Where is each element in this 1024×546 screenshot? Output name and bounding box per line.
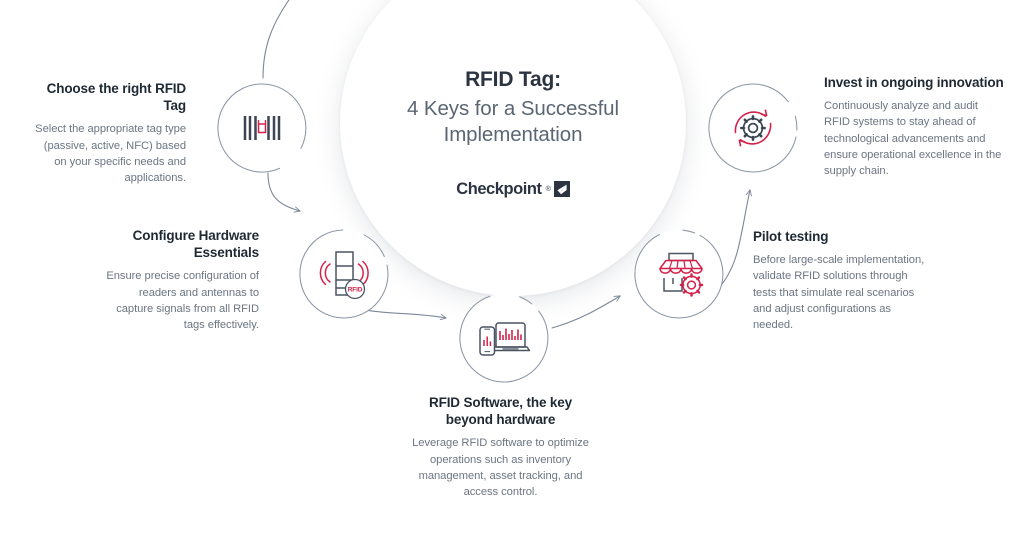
brand-trademark-symbol: ® [545,185,551,193]
checkpoint-brand-logo: Checkpoint ® [456,180,570,199]
hub-subtitle: 4 Keys for a Successful Implementation [407,96,619,147]
step-block-configure-hardware-essentials: Configure Hardware Essentials Ensure pre… [104,227,259,333]
step-title-choose-right-rfid-tag: Choose the right RFID Tag [46,81,187,114]
step-block-choose-right-rfid-tag: Choose the right RFID Tag Select the app… [34,80,186,186]
node-configure-hardware-essentials[interactable]: RFID [298,228,390,320]
step-body-configure-hardware-essentials: Ensure precise configuration of readers … [106,270,259,331]
step-title-rfid-software: RFID Software, the key beyond hardware [429,395,572,428]
brand-wordmark: Checkpoint [456,179,542,198]
step-block-invest-in-ongoing-innovation: Invest in ongoing innovation Continuousl… [824,74,1006,179]
step-title-configure-hardware-essentials: Configure Hardware Essentials [132,228,259,261]
rfid-tag-icon [243,116,281,140]
node-invest-in-ongoing-innovation[interactable] [707,82,799,174]
node-ring-configure-hardware-essentials [299,229,389,319]
connector-top-stem [262,0,290,79]
step-block-pilot-testing: Pilot testing Before large-scale impleme… [753,228,925,333]
rfid-reader-antenna-icon: RFID [319,251,369,300]
node-rfid-software[interactable] [458,292,550,384]
svg-text:RFID: RFID [348,286,363,293]
step-title-pilot-testing: Pilot testing [753,229,829,244]
node-ring-pilot-testing [634,229,724,319]
laptop-phone-analytics-icon [479,322,531,356]
step-body-choose-right-rfid-tag: Select the appropriate tag type (passive… [35,123,186,184]
step-body-rfid-software: Leverage RFID software to optimize opera… [412,437,589,498]
node-ring-invest-in-ongoing-innovation [708,83,798,173]
connector-tag-to-hardware [267,172,300,211]
step-title-invest-in-ongoing-innovation: Invest in ongoing innovation [824,75,1004,90]
node-ring-rfid-software [459,293,549,383]
checkpoint-logo-mark-icon [553,181,570,198]
connector-software-to-pilot [551,296,620,329]
node-choose-right-rfid-tag[interactable] [216,82,308,174]
store-gear-icon [659,252,704,297]
step-block-rfid-software: RFID Software, the key beyond hardware L… [408,394,593,500]
gear-refresh-cycle-icon [734,109,772,147]
step-body-pilot-testing: Before large-scale implementation, valid… [753,254,925,332]
node-pilot-testing[interactable] [633,228,725,320]
node-ring-choose-right-rfid-tag [217,83,307,173]
step-body-invest-in-ongoing-innovation: Continuously analyze and audit RFID syst… [824,100,1002,178]
center-hub-circle: RFID Tag: 4 Keys for a Successful Implem… [340,0,686,296]
connector-pilot-to-invest [717,190,750,290]
hub-title: RFID Tag: [465,68,561,91]
